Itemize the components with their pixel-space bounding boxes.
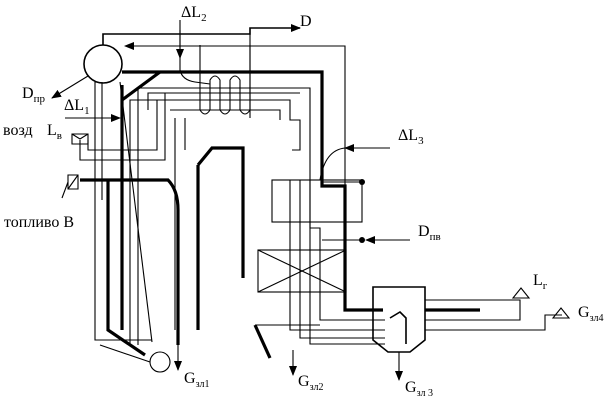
drum	[83, 44, 123, 84]
label-delta-l2: ΔL2	[181, 4, 207, 24]
outlet-duct-1	[425, 299, 521, 321]
label-d-pr: Dпр	[22, 85, 45, 105]
air-duct	[79, 93, 166, 161]
economizer-tube-2	[299, 180, 385, 339]
gzl4-fan	[551, 307, 571, 319]
furnace-wall-left	[122, 70, 383, 312]
riser-return	[119, 81, 153, 343]
dpr-line	[51, 75, 89, 99]
fuel-feeder	[61, 174, 79, 199]
label-l-v: Lв	[47, 122, 62, 142]
collector-inner	[389, 310, 407, 344]
steam-return-line	[124, 42, 346, 195]
inner-partition	[196, 146, 245, 278]
label-d-pv: Dпв	[418, 223, 441, 243]
downcomer	[94, 82, 152, 341]
furnace-rear-wall	[121, 70, 161, 102]
label-d: D	[300, 13, 312, 30]
furnace-front-wall	[106, 180, 146, 357]
air-heater-cross	[257, 249, 347, 293]
label-g-zl2: Gзл2	[298, 373, 324, 393]
superheater-coil	[199, 45, 251, 115]
label-delta-l3: ΔL3	[398, 127, 424, 147]
economizer-tube-3	[309, 180, 385, 345]
label-g-zl1: Gзл1	[184, 370, 210, 390]
label-g-zl3: Gзл 3	[405, 379, 433, 399]
delta-l2-line	[179, 20, 211, 85]
sh-tube-3	[147, 92, 300, 110]
label-delta-l1: ΔL1	[64, 97, 90, 117]
bottom-header	[149, 351, 171, 373]
convective-box	[271, 179, 363, 223]
label-vozd: возд	[3, 122, 33, 139]
economizer-tube-1	[289, 180, 385, 331]
air-damper	[71, 133, 89, 145]
air-heater-box	[257, 249, 347, 293]
bottom-header-line	[99, 344, 151, 363]
sh-tube-4	[170, 109, 281, 120]
label-toplivo: топливо B	[4, 214, 74, 231]
sh-tube-1	[129, 99, 301, 345]
label-l-g: Lг	[533, 272, 548, 292]
ash-hopper-right	[253, 324, 272, 359]
dust-collector	[372, 286, 426, 353]
delta-l3-line	[319, 147, 390, 181]
outlet-duct-3	[425, 314, 562, 331]
lg-fan	[511, 287, 531, 299]
steam-line	[102, 24, 301, 45]
label-g-zl4: Gзл4	[578, 304, 604, 324]
